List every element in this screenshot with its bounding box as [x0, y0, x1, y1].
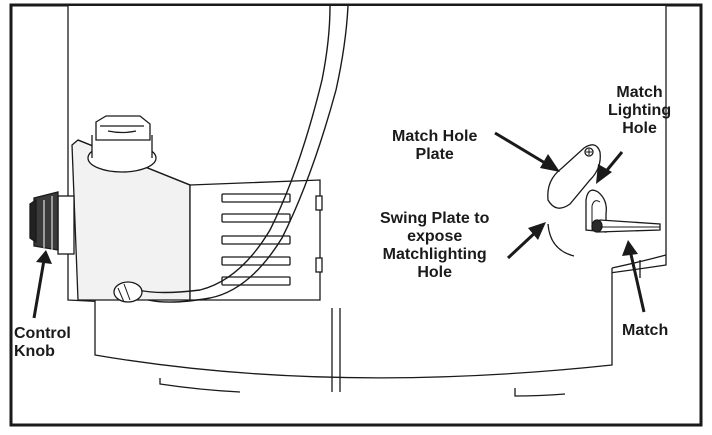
label-control-knob: Control Knob	[14, 325, 71, 360]
control-knob	[29, 191, 75, 255]
match-stick	[591, 219, 661, 233]
label-swing-plate: Swing Plate to expose Matchlighting Hole	[380, 210, 490, 281]
leader-arrows	[32, 131, 646, 319]
label-match-hole-plate: Match Hole Plate	[392, 128, 478, 163]
label-match-lighting-hole: Match Lighting Hole	[608, 84, 672, 137]
match-hole-plate	[547, 144, 601, 257]
gas-control-valve	[71, 115, 323, 301]
pilot-tube	[113, 5, 349, 303]
label-match: Match	[622, 322, 669, 339]
